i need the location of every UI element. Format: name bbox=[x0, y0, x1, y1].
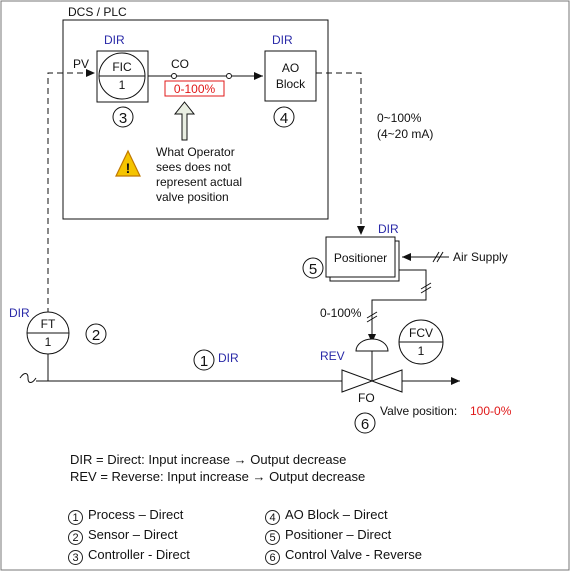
legend-item: 2 Sensor – Direct bbox=[68, 527, 178, 545]
dcs-plc-title: DCS / PLC bbox=[68, 5, 127, 19]
fic-tag: FIC bbox=[112, 60, 132, 74]
co-range-value: 0-100% bbox=[174, 82, 216, 96]
co-terminal bbox=[171, 73, 177, 79]
legend-item: 4 AO Block – Direct bbox=[265, 507, 388, 525]
co-range-box bbox=[164, 80, 225, 97]
ao-action: DIR bbox=[272, 33, 293, 47]
ao-terminal bbox=[226, 73, 232, 79]
fic-index-badge bbox=[112, 106, 134, 128]
ft-number: 1 bbox=[45, 335, 52, 349]
air-hatch-2 bbox=[436, 251, 444, 263]
positioner-index-number: 5 bbox=[309, 261, 317, 278]
ft-tag: FT bbox=[41, 317, 56, 331]
positioner-output-line bbox=[368, 269, 427, 343]
fcv-action: REV bbox=[320, 349, 345, 363]
legend-number: 3 bbox=[68, 550, 83, 565]
air-supply-label: Air Supply bbox=[453, 250, 508, 264]
legend-text: Positioner – Direct bbox=[285, 527, 392, 542]
valve-actuator-dome bbox=[355, 338, 389, 352]
output-hatch-2 bbox=[420, 286, 432, 294]
signal-range-label: 0~100% bbox=[377, 111, 422, 125]
legend-number: 2 bbox=[68, 530, 83, 545]
valve-body bbox=[341, 369, 403, 393]
warning-line-2: sees does not bbox=[156, 160, 231, 174]
fcv-index-badge bbox=[354, 412, 376, 434]
legend-number: 5 bbox=[265, 530, 280, 545]
ft-index-number: 2 bbox=[92, 327, 100, 344]
dcs-plc-box bbox=[62, 19, 329, 220]
legend-item: 3 Controller - Direct bbox=[68, 547, 190, 565]
process-action: DIR bbox=[218, 351, 239, 365]
fic-index-number: 3 bbox=[119, 110, 127, 127]
output-hatch-1 bbox=[420, 282, 432, 290]
svg-text:!: ! bbox=[126, 160, 131, 176]
warning-line-3: represent actual bbox=[156, 175, 242, 189]
valve-position-label: Valve position: bbox=[380, 404, 457, 418]
legend-number: 4 bbox=[265, 510, 280, 525]
ao-index-badge bbox=[273, 106, 295, 128]
valve-position-value: 100-0% bbox=[470, 404, 512, 418]
legend-text: Controller - Direct bbox=[88, 547, 190, 562]
warning-line-4: valve position bbox=[156, 190, 229, 204]
ao-line-2: Block bbox=[276, 77, 306, 91]
legend-item: 6 Control Valve - Reverse bbox=[265, 547, 422, 565]
warning-line-1: What Operator bbox=[156, 145, 235, 159]
output-hatch-4 bbox=[366, 315, 378, 323]
positioner-block-front bbox=[325, 236, 396, 278]
operator-pointer-arrow bbox=[173, 101, 196, 141]
pv-signal-line bbox=[47, 69, 95, 314]
fail-mode-label: FO bbox=[358, 391, 375, 405]
process-index-number: 1 bbox=[200, 353, 208, 370]
co-label: CO bbox=[171, 57, 189, 71]
positioner-output-label: 0-100% bbox=[320, 306, 362, 320]
process-index-badge bbox=[193, 349, 215, 371]
output-hatch-3 bbox=[366, 311, 378, 319]
legend-number: 1 bbox=[68, 510, 83, 525]
fcv-index-number: 6 bbox=[361, 416, 369, 433]
air-hatch-1 bbox=[432, 251, 440, 263]
legend-text: AO Block – Direct bbox=[285, 507, 388, 522]
ft-action: DIR bbox=[9, 306, 30, 320]
definition-direct: DIR = Direct: Input increase → Output de… bbox=[70, 452, 347, 467]
legend-item: 5 Positioner – Direct bbox=[265, 527, 391, 545]
ao-block bbox=[264, 50, 317, 102]
fcv-tag: FCV bbox=[409, 326, 433, 340]
pv-label: PV bbox=[73, 57, 89, 71]
definition-reverse: REV = Reverse: Input increase → Output d… bbox=[70, 469, 366, 484]
ao-line-1: AO bbox=[282, 61, 299, 75]
ft-index-badge bbox=[85, 323, 107, 345]
legend-number: 6 bbox=[265, 550, 280, 565]
legend-text: Control Valve - Reverse bbox=[285, 547, 423, 562]
warning-triangle-icon: ! bbox=[115, 149, 141, 177]
process-line-break bbox=[19, 373, 37, 383]
fic-number: 1 bbox=[119, 78, 126, 92]
legend-text: Sensor – Direct bbox=[88, 527, 178, 542]
ao-index-number: 4 bbox=[280, 110, 288, 127]
positioner-index-badge bbox=[302, 257, 324, 279]
positioner-action: DIR bbox=[378, 222, 399, 236]
legend-text: Process – Direct bbox=[88, 507, 184, 522]
fcv-number: 1 bbox=[418, 344, 425, 358]
legend-item: 1 Process – Direct bbox=[68, 507, 183, 525]
signal-current-label: (4~20 mA) bbox=[377, 127, 433, 141]
positioner-label: Positioner bbox=[334, 251, 387, 265]
ao-output-signal-line bbox=[316, 72, 365, 235]
fic-action: DIR bbox=[104, 33, 125, 47]
